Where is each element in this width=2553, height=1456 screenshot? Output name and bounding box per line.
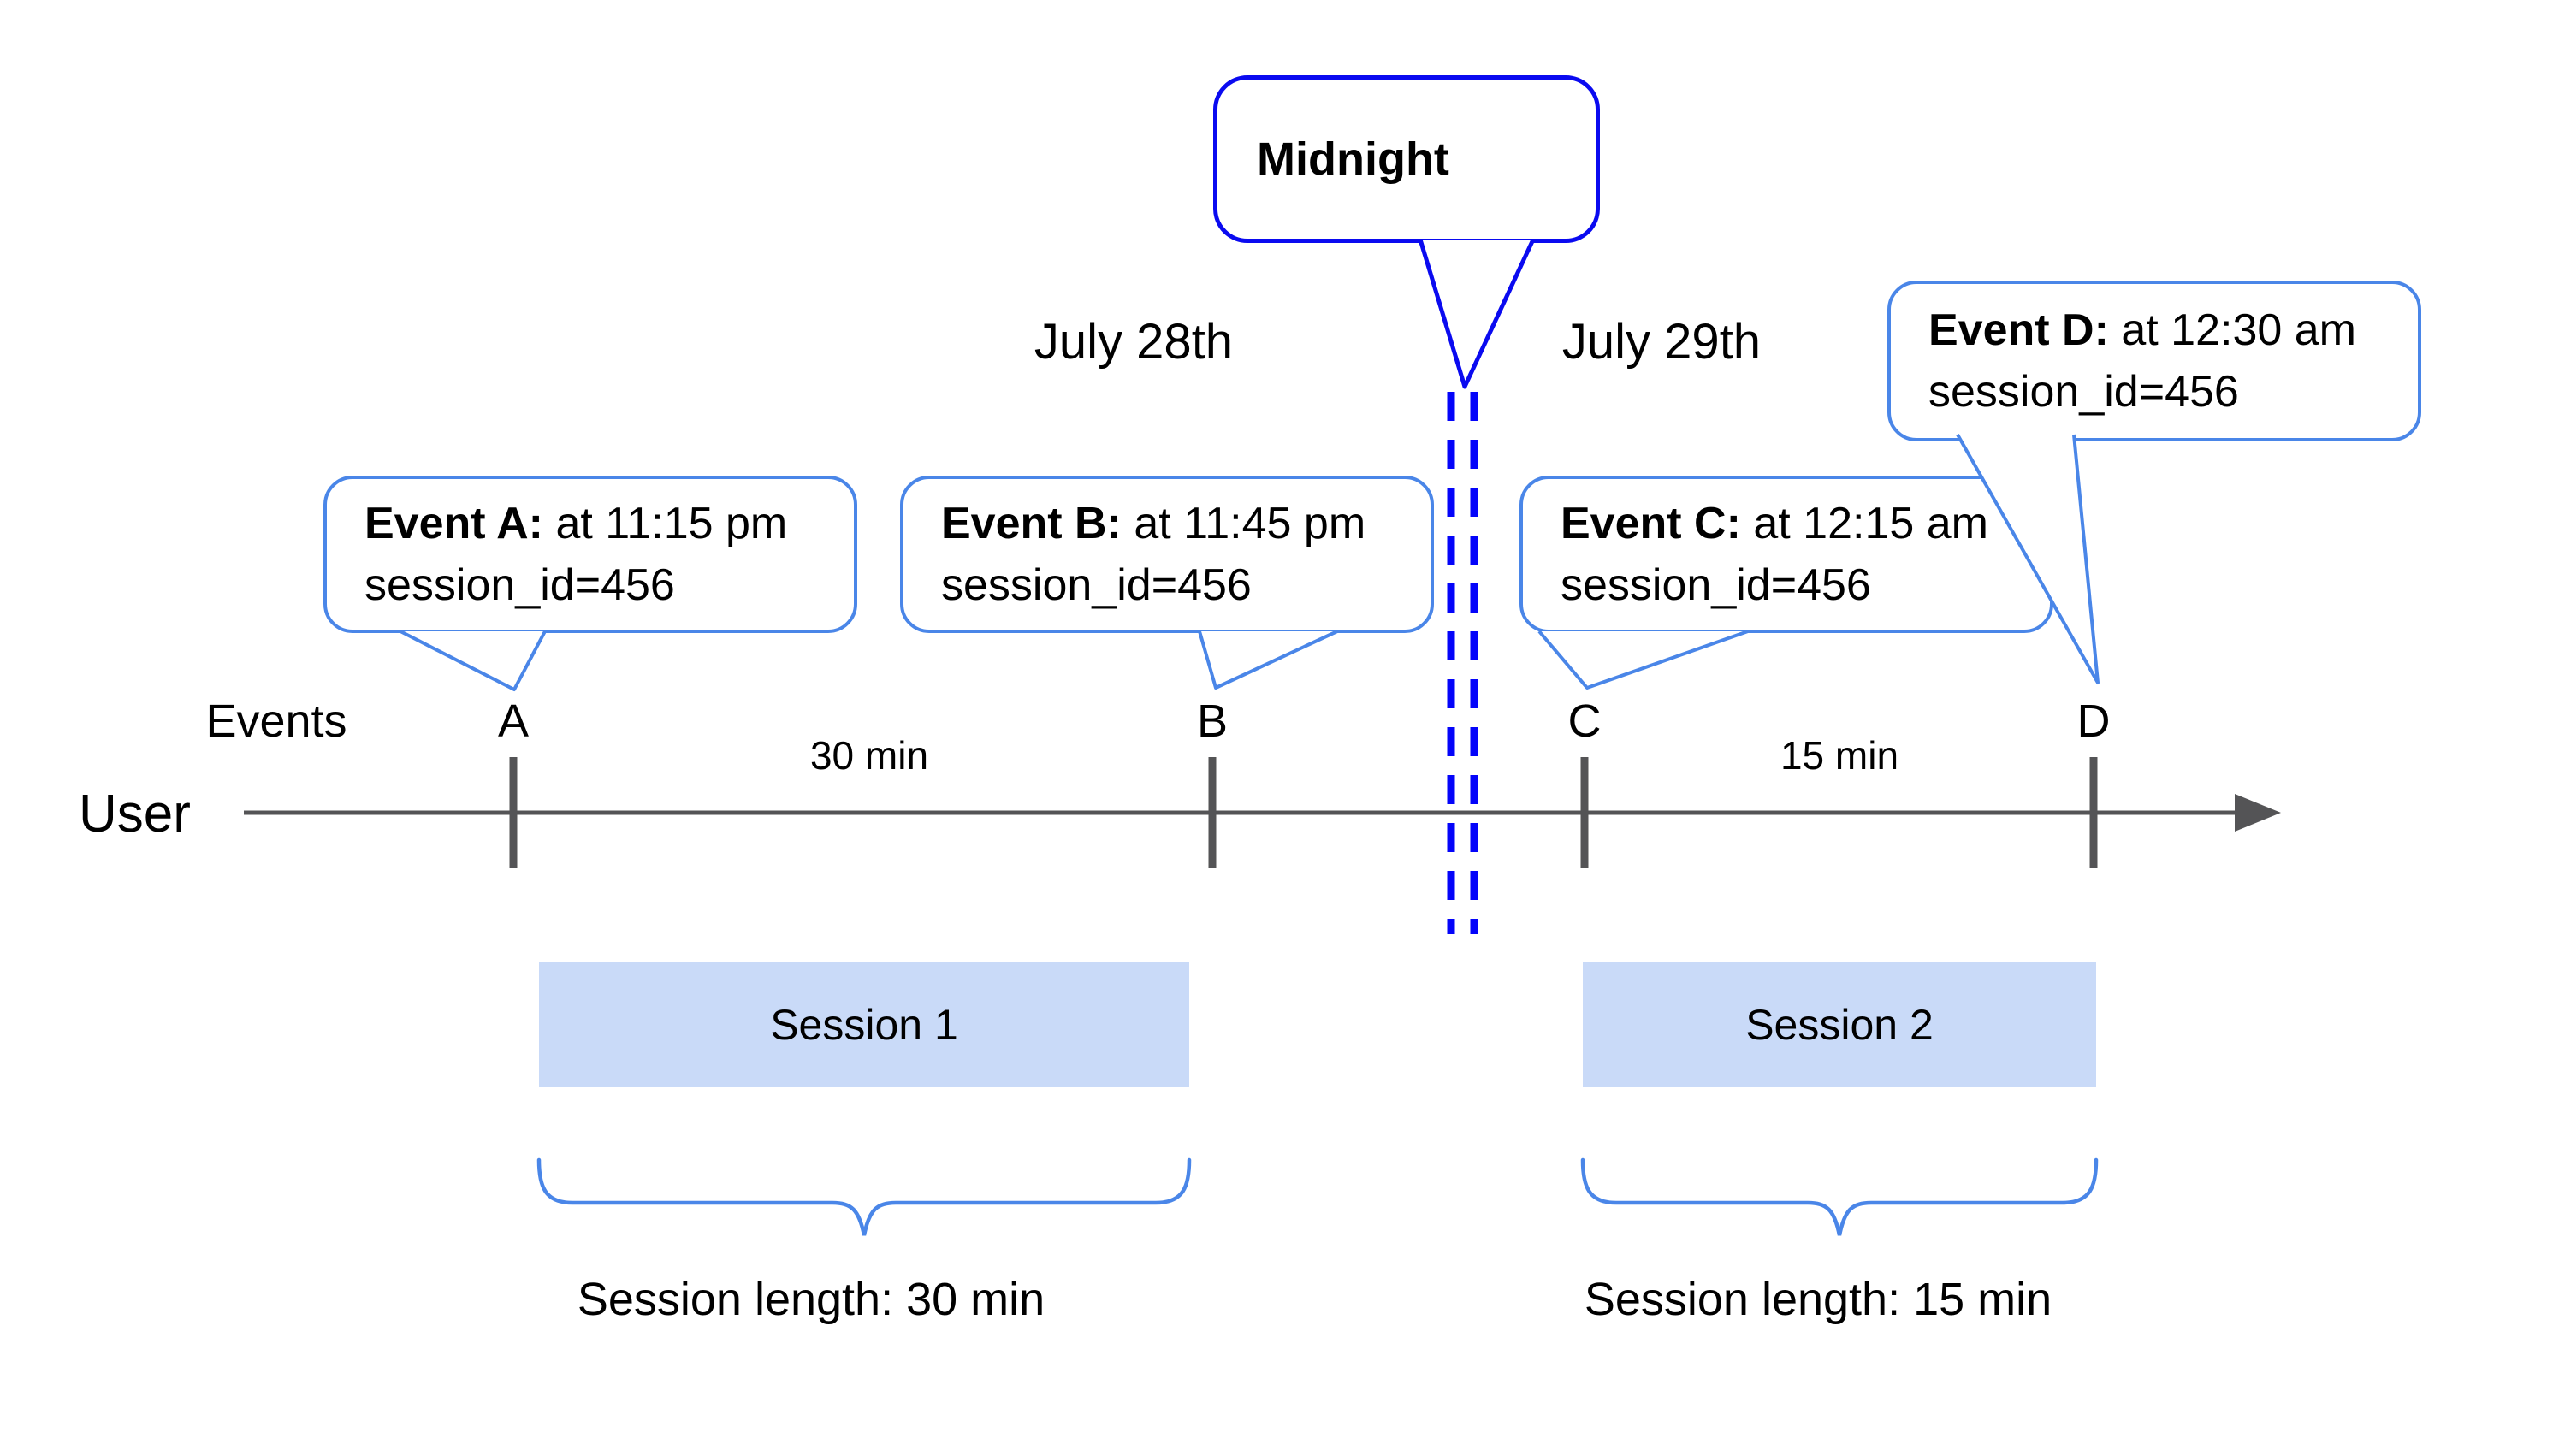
event-d-title: Event D: at 12:30 am [1928, 299, 2418, 361]
event-a-bubble-tail [400, 630, 547, 691]
timeline-arrowhead-icon [2235, 794, 2281, 832]
duration-label-30-min: 30 min [809, 733, 929, 778]
event-marker-label-d: D [2076, 695, 2111, 747]
event-b-session-id: session_id=456 [941, 560, 1252, 610]
event-d-callout-bubble: Event D: at 12:30 am session_id=456 [1887, 281, 2421, 441]
event-c-time: at 12:15 am [1740, 499, 1988, 548]
event-b-time: at 11:45 pm [1121, 499, 1366, 548]
date-label-july-29: July 29th [1561, 314, 1762, 370]
session-2-box: Session 2 [1583, 962, 2096, 1087]
event-a-title: Event A: at 11:15 pm [364, 493, 854, 554]
event-b-name: Event B: [941, 499, 1122, 548]
event-c-bubble-tail [1537, 630, 1749, 690]
duration-label-15-min: 15 min [1780, 733, 1899, 778]
event-c-session-id: session_id=456 [1561, 560, 1871, 610]
session-2-label: Session 2 [1745, 1001, 1934, 1049]
date-label-july-28: July 28th [1034, 314, 1234, 370]
events-axis-label: Events [205, 695, 347, 747]
event-d-time: at 12:30 am [2108, 305, 2356, 355]
midnight-callout-bubble: Midnight [1213, 75, 1600, 243]
event-marker-label-c: C [1567, 695, 1602, 747]
event-b-bubble-tail [1198, 630, 1338, 690]
user-axis-label: User [79, 784, 191, 843]
event-b-title: Event B: at 11:45 pm [941, 493, 1431, 554]
session-1-label: Session 1 [770, 1001, 958, 1049]
session-1-brace [536, 1157, 1192, 1236]
event-d-name: Event D: [1928, 305, 2109, 355]
event-c-callout-bubble: Event C: at 12:15 am session_id=456 [1519, 476, 2053, 633]
midnight-label: Midnight [1257, 133, 1449, 185]
event-marker-label-a: A [497, 695, 530, 747]
event-d-session-id: session_id=456 [1928, 367, 2239, 417]
session-2-length-label: Session length: 15 min [1584, 1274, 2052, 1325]
session-1-length-label: Session length: 30 min [577, 1274, 1045, 1325]
event-a-session-id: session_id=456 [364, 560, 675, 610]
event-a-callout-bubble: Event A: at 11:15 pm session_id=456 [323, 476, 857, 633]
event-marker-label-b: B [1196, 695, 1229, 747]
event-a-time: at 11:15 pm [543, 499, 788, 548]
event-b-callout-bubble: Event B: at 11:45 pm session_id=456 [900, 476, 1434, 633]
event-a-name: Event A: [364, 499, 543, 548]
session-2-brace [1580, 1157, 2099, 1236]
event-c-title: Event C: at 12:15 am [1561, 493, 2050, 554]
event-c-name: Event C: [1561, 499, 1741, 548]
session-1-box: Session 1 [539, 962, 1189, 1087]
